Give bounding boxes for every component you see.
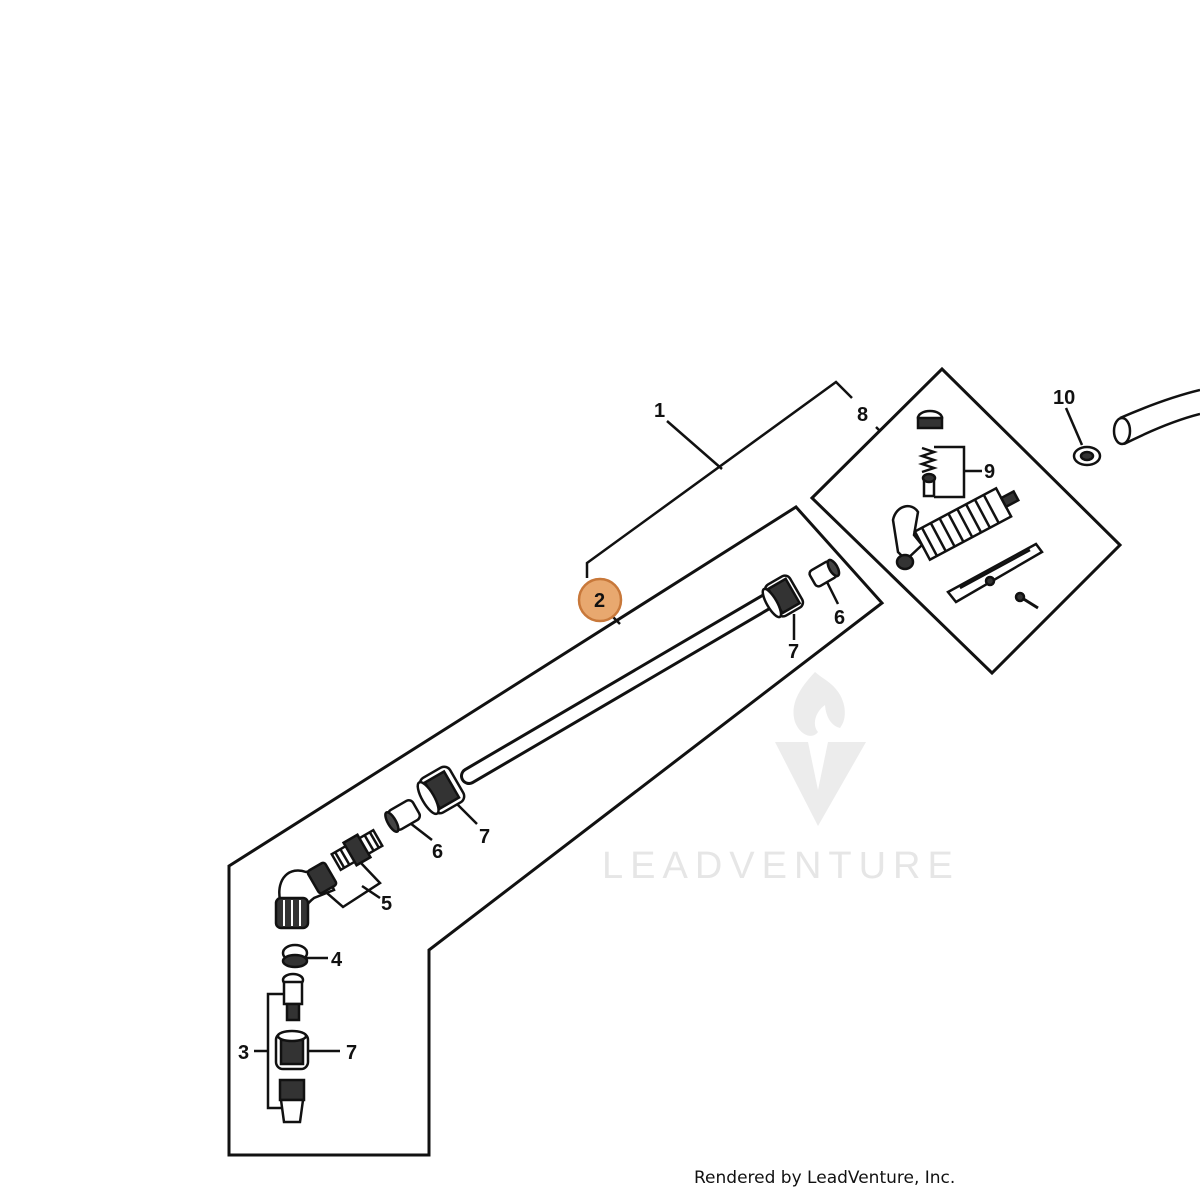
parts [274,388,1200,1124]
flame-v-logo-icon [775,672,866,826]
callout-10[interactable]: 10 [1053,387,1075,409]
leader-10 [1064,407,1084,446]
callout-2[interactable]: 2 [594,590,605,612]
boom-assembly-outline [227,505,885,1157]
footer-credit: Rendered by LeadVenture, Inc. [694,1168,956,1188]
nozzle-cap-part [274,1029,310,1071]
callout-5[interactable]: 5 [381,893,392,915]
callout-7-mid[interactable]: 7 [479,826,490,848]
callout-7-top[interactable]: 7 [788,641,799,663]
callout-2-highlight[interactable] [577,577,623,623]
leader-8 [875,426,881,432]
nozzle-tip-part [278,1078,306,1124]
callout-9[interactable]: 9 [984,461,995,483]
hex-nipple-part [330,828,384,872]
watermark: LEADVENTURE [602,672,960,887]
hose-clamp-part [1072,445,1102,467]
coupling-nut-top-part [761,574,805,619]
callout-8[interactable]: 8 [857,404,868,426]
coupling-nut-mid-part [416,765,466,816]
callout-3[interactable]: 3 [238,1042,249,1064]
leader-5 [361,884,381,900]
group-outlines [227,366,1123,1157]
valve-stem-part [921,472,937,498]
callout-6-mid[interactable]: 6 [432,841,443,863]
nozzle-body-part [281,972,305,1022]
leader-6-mid [409,822,433,841]
callout-7-low[interactable]: 7 [346,1042,357,1064]
callout-6-top[interactable]: 6 [834,607,845,629]
leader-lines [254,380,1084,1110]
bracket-9 [934,445,966,499]
callout-1[interactable]: 1 [654,400,665,422]
hose-part [1112,388,1200,446]
leader-1 [666,420,723,470]
watermark-text: LEADVENTURE [602,845,960,887]
elbow-part [274,861,338,930]
washer-part [281,943,309,969]
ferrule-mid-part [384,799,422,833]
callout-labels: 1 2 3 4 5 6 6 7 7 7 8 9 10 [238,387,1075,1064]
gun-handle-part [891,486,1021,571]
spring-part [918,446,938,474]
screw-part [1014,591,1039,610]
gun-knob-part [916,409,944,430]
bracket-1-2-8 [585,380,853,578]
spray-gun-assembly-outline [809,366,1123,676]
trigger-lever-part [946,542,1044,604]
callout-4[interactable]: 4 [331,949,343,971]
spray-wand-tube [460,593,775,785]
leader-2 [612,616,621,625]
ferrule-top-part [808,558,841,588]
